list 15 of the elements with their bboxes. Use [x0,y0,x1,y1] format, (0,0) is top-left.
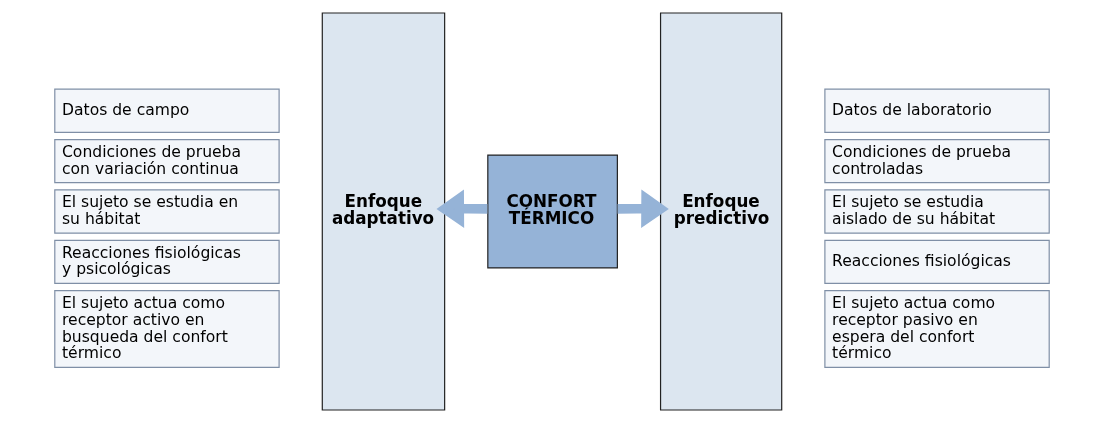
node-box: CONFORT TÉRMICO [487,154,618,269]
node-box: Reacciones fisiológicas [824,239,1050,285]
node-box: El sujeto actua como receptor activo en busqueda del confort térmico [54,290,280,369]
node-box: Datos de campo [54,88,280,133]
arrow [617,189,669,229]
node-box: Condiciones de prueba controladas [824,138,1050,184]
node-box: Reacciones fisiológicas y psicológicas [54,239,280,285]
node-box: Enfoque predictivo [659,12,783,411]
arrow [436,189,488,229]
node-box: Condiciones de prueba con variación continua [54,138,280,184]
node-box: El sujeto actua como receptor pasivo en espera del confort térmico [824,290,1050,369]
node-box: El sujeto se estudia en su hábitat [54,189,280,234]
node-box: Enfoque adaptativo [321,12,446,411]
node-box: El sujeto se estudia aislado de su hábitat [824,189,1050,234]
node-box: Datos de laboratorio [824,88,1050,133]
